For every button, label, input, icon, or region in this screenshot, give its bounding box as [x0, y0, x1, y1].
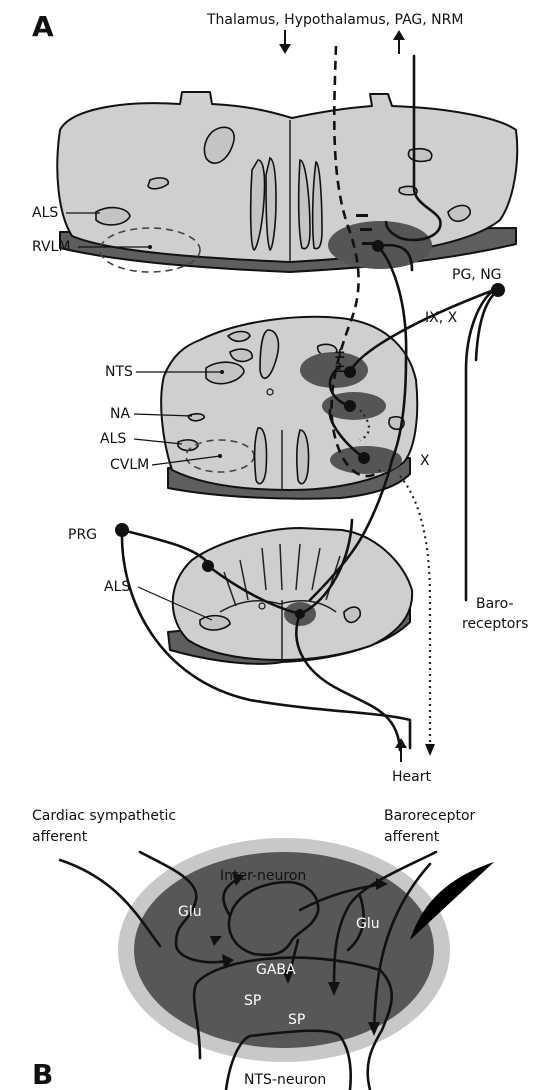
- na-nucleus: [188, 414, 204, 421]
- baroreceptors-label-1: Baro-: [476, 596, 514, 612]
- pg-ng-ganglion: [466, 283, 505, 600]
- glu-right-label: Glu: [356, 916, 380, 932]
- heart-label: Heart: [392, 769, 431, 785]
- baroreceptors-label-2: receptors: [462, 616, 528, 632]
- spinal-als-label: ALS: [104, 579, 130, 595]
- descending-arrow: [279, 30, 291, 54]
- prg-label: PRG: [68, 527, 97, 543]
- baroreceptor-afferent-label-2: afferent: [384, 829, 440, 845]
- sp-right-label: SP: [288, 1012, 305, 1028]
- baroreceptor-afferent-label-1: Baroreceptor: [384, 808, 476, 824]
- caudal-als-label: ALS: [100, 431, 126, 447]
- sp-left-label: SP: [244, 993, 261, 1009]
- ascending-arrow: [393, 30, 405, 54]
- top-structures-label: Thalamus, Hypothalamus, PAG, NRM: [206, 12, 463, 28]
- caudal-als-nucleus: [178, 440, 198, 451]
- nts-neuron-label: NTS-neuron: [244, 1072, 326, 1088]
- rostral-als-nucleus: [96, 208, 130, 225]
- cardiac-afferent-label-1: Cardiac sympathetic: [32, 808, 176, 824]
- rvlm-label: RVLM: [32, 239, 70, 255]
- cardiac-afferent-label-2: afferent: [32, 829, 88, 845]
- pg-ng-label: PG, NG: [452, 267, 502, 283]
- panel-b-label: B: [32, 1058, 53, 1090]
- interneuron-label: Inter-neuron: [220, 868, 306, 884]
- glu-left-label: Glu: [178, 904, 202, 920]
- panel-a-label: A: [32, 10, 54, 43]
- na-label: NA: [110, 406, 130, 422]
- rostral-medulla-section: [57, 92, 517, 272]
- x-label: X: [420, 453, 430, 469]
- cvlm-label: CVLM: [110, 457, 149, 473]
- ix-x-label: IX, X: [425, 310, 458, 326]
- spinal-als-nucleus: [200, 616, 230, 630]
- gaba-label: GABA: [256, 962, 296, 978]
- spinal-cord-section: [168, 528, 412, 664]
- nts-label: NTS: [105, 364, 133, 380]
- rostral-als-label: ALS: [32, 205, 58, 221]
